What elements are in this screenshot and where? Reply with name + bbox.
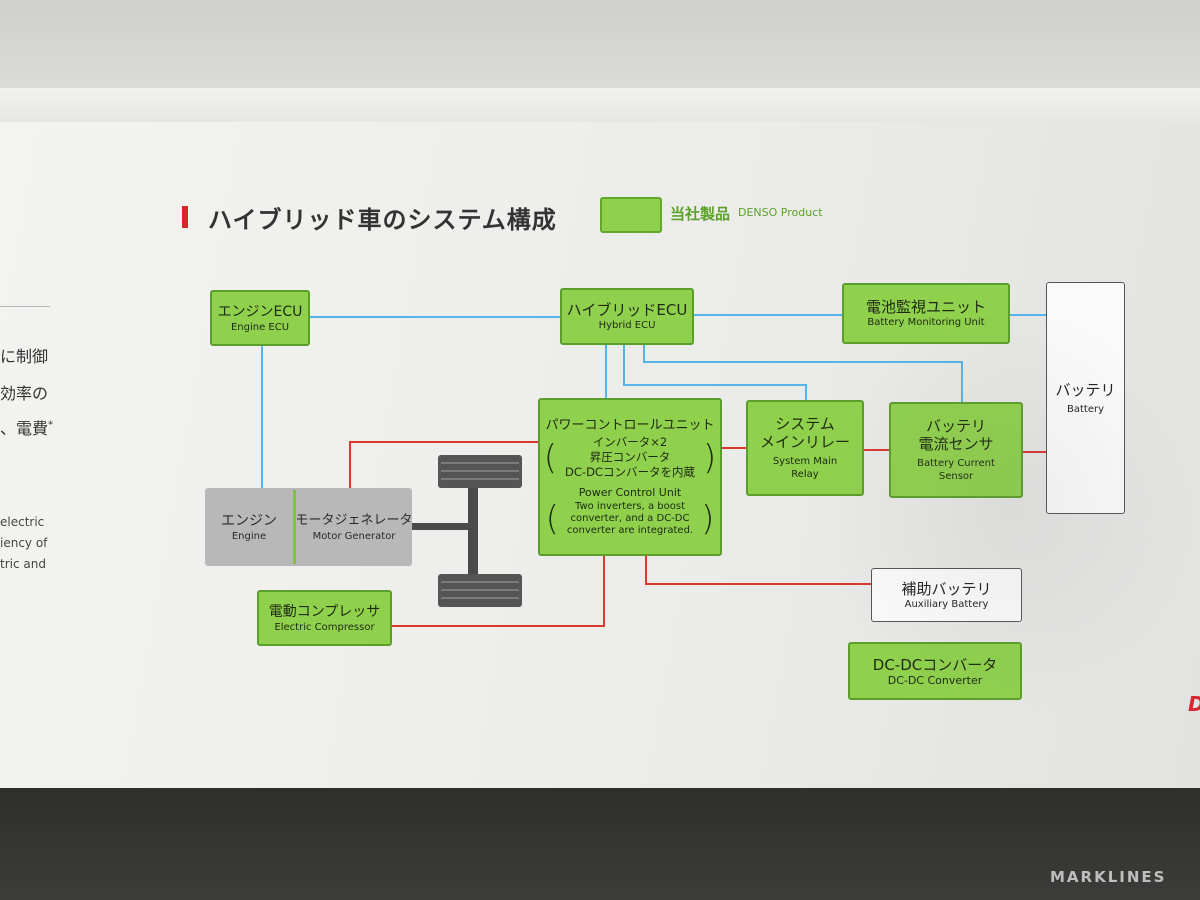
battery-node: バッテリ Battery bbox=[1046, 282, 1125, 514]
pcu-en-open-paren: ( bbox=[545, 499, 559, 539]
board-top-edge bbox=[0, 88, 1200, 128]
pcu-en-items: Two inverters, a boost converter, and a … bbox=[559, 501, 701, 537]
pcu-en-contents: ( Two inverters, a boost converter, and … bbox=[546, 501, 715, 537]
hybrid-ecu-label-en: Hybrid ECU bbox=[598, 320, 656, 331]
battery-monitor-label-jp: 電池監視ユニット bbox=[865, 298, 986, 316]
hybrid-ecu-label-jp: ハイブリッドECU bbox=[566, 301, 688, 319]
pcu-jp-item-2: 昇圧コンバータ bbox=[589, 450, 671, 464]
engine-label-jp: エンジン bbox=[221, 512, 277, 529]
relay-label-jp-1: システム bbox=[775, 415, 835, 433]
power-lines bbox=[349, 441, 1046, 627]
battery-monitor-label-en: Battery Monitoring Unit bbox=[867, 317, 985, 328]
brand-logo-fragment: D bbox=[1188, 692, 1200, 714]
relay-label-en-1: System Main bbox=[772, 456, 838, 467]
diagram-title: ハイブリッド車のシステム構成 bbox=[208, 206, 557, 234]
motor-generator-node: モータジェネレータ Motor Generator bbox=[295, 488, 413, 566]
signal-line-hybrid-ecu-relay bbox=[623, 345, 807, 400]
electric-compressor-node: 電動コンプレッサ Electric Compressor bbox=[257, 590, 392, 646]
board-bottom-shadow bbox=[0, 788, 1200, 900]
motor-generator-label-jp: モータジェネレータ bbox=[295, 512, 413, 528]
power-line-motor-generator-pcu bbox=[349, 441, 540, 488]
drive-shaft bbox=[412, 523, 468, 530]
hybrid-ecu-node: ハイブリッドECU Hybrid ECU bbox=[560, 288, 694, 345]
pcu-jp-close-paren: ) bbox=[702, 437, 717, 478]
engine-ecu-node: エンジンECU Engine ECU bbox=[210, 290, 310, 346]
compressor-label-jp: 電動コンプレッサ bbox=[268, 603, 381, 620]
title-accent-bar bbox=[182, 206, 188, 228]
signal-line-hybrid-ecu-current-sensor bbox=[643, 345, 963, 402]
background-wall bbox=[0, 0, 1200, 95]
watermark: MARKLINES bbox=[1050, 868, 1167, 886]
left-text-jp-3-mark: * bbox=[48, 419, 54, 431]
left-text-jp-3: 、電費* bbox=[0, 415, 53, 439]
battery-label-jp: バッテリ bbox=[1055, 380, 1116, 399]
relay-label-jp-2: メインリレー bbox=[759, 433, 850, 451]
left-text-en-2: iency of bbox=[0, 536, 48, 550]
engine-motor-divider bbox=[293, 490, 296, 564]
pcu-en-item-3: converter are integrated. bbox=[566, 525, 694, 536]
motor-generator-label-en: Motor Generator bbox=[312, 530, 396, 542]
current-sensor-label-en-1: Battery Current bbox=[917, 458, 995, 469]
power-line-pcu-aux-battery bbox=[645, 556, 871, 585]
engine-label-en: Engine bbox=[231, 530, 267, 542]
tire-bottom bbox=[438, 574, 522, 607]
system-main-relay-node: システム メインリレー System Main Relay bbox=[746, 400, 864, 496]
drivetrain bbox=[412, 455, 522, 607]
tire-top bbox=[438, 455, 522, 488]
pcu-en-item-2: converter, and a DC-DC bbox=[570, 513, 690, 524]
legend-label-jp: 当社製品 bbox=[670, 205, 731, 223]
left-text-jp-2: 効率の bbox=[0, 384, 49, 403]
pcu-jp-contents: ( インバータ×2 昇圧コンバータ DC-DCコンバータを内蔵 ) bbox=[544, 435, 716, 480]
aux-battery-label-en: Auxiliary Battery bbox=[904, 598, 989, 610]
aux-battery-label-jp: 補助バッテリ bbox=[901, 579, 992, 598]
pcu-jp-open-paren: ( bbox=[543, 437, 558, 478]
current-sensor-label-jp-1: バッテリ bbox=[925, 417, 986, 435]
left-text-en-1: electric bbox=[0, 515, 45, 529]
battery-label-en: Battery bbox=[1066, 403, 1104, 415]
pcu-en-close-paren: ) bbox=[701, 499, 715, 539]
left-text-jp-1: に制御 bbox=[0, 347, 49, 366]
dcdc-label-jp: DC-DCコンバータ bbox=[872, 655, 998, 674]
pcu-jp-item-1: インバータ×2 bbox=[592, 435, 668, 449]
legend-swatch bbox=[600, 197, 662, 233]
auxiliary-battery-node: 補助バッテリ Auxiliary Battery bbox=[871, 568, 1022, 622]
dcdc-converter-node: DC-DCコンバータ DC-DC Converter bbox=[848, 642, 1022, 700]
engine-ecu-label-en: Engine ECU bbox=[230, 321, 290, 333]
pcu-label-jp: パワーコントロールユニット bbox=[545, 418, 715, 433]
left-text-jp-3-body: 、電費 bbox=[0, 419, 49, 438]
battery-monitoring-unit-node: 電池監視ユニット Battery Monitoring Unit bbox=[842, 283, 1010, 344]
battery-current-sensor-node: バッテリ 電流センサ Battery Current Sensor bbox=[889, 402, 1023, 498]
current-sensor-label-jp-2: 電流センサ bbox=[918, 435, 994, 453]
power-line-pcu-compressor bbox=[392, 556, 605, 627]
engine-ecu-label-jp: エンジンECU bbox=[217, 303, 303, 320]
left-text-en-3: tric and bbox=[0, 557, 46, 571]
dcdc-label-en: DC-DC Converter bbox=[887, 673, 983, 687]
engine-node: エンジン Engine bbox=[205, 488, 293, 566]
left-separator bbox=[0, 306, 50, 307]
pcu-label-en: Power Control Unit bbox=[578, 486, 682, 499]
engine-motor-generator-node: エンジン Engine モータジェネレータ Motor Generator bbox=[205, 488, 413, 566]
legend-label-en: DENSO Product bbox=[738, 206, 823, 219]
signal-lines bbox=[261, 314, 1046, 488]
compressor-label-en: Electric Compressor bbox=[274, 621, 375, 633]
pcu-jp-items: インバータ×2 昇圧コンバータ DC-DCコンバータを内蔵 bbox=[557, 435, 703, 480]
axle bbox=[468, 486, 478, 576]
power-control-unit-node: パワーコントロールユニット ( インバータ×2 昇圧コンバータ DC-DCコンバ… bbox=[538, 398, 722, 556]
relay-label-en-2: Relay bbox=[791, 469, 819, 480]
current-sensor-label-en-2: Sensor bbox=[938, 471, 974, 482]
pcu-jp-item-3: DC-DCコンバータを内蔵 bbox=[565, 465, 695, 479]
pcu-en-item-1: Two inverters, a boost bbox=[574, 501, 685, 512]
